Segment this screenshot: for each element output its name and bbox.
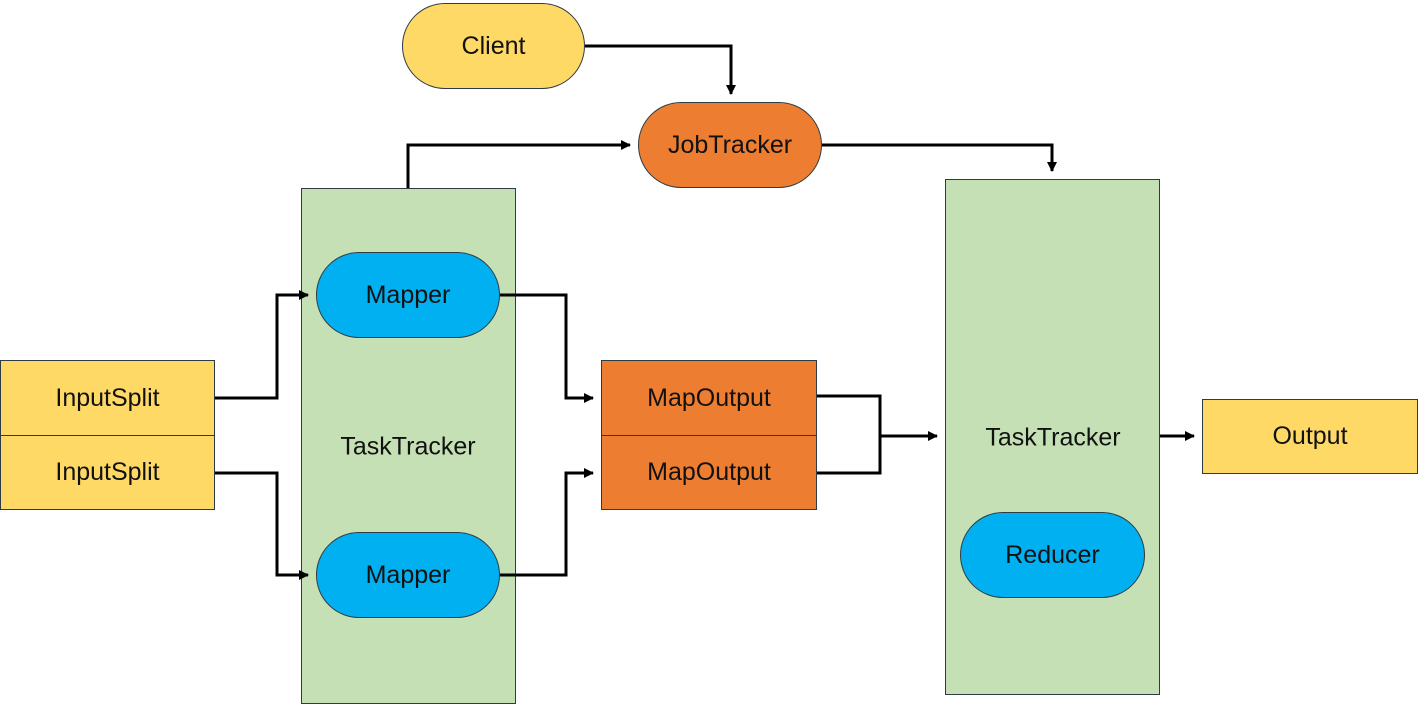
mapper-bottom-node: Mapper [316, 532, 500, 618]
tasktracker-right-label: TaskTracker [985, 423, 1121, 452]
edge-inputsplit-top-mapper-top [215, 290, 309, 400]
edge-mapper-bottom-mapoutput-bottom [500, 468, 594, 577]
tasktracker-right-box [945, 179, 1160, 695]
mapper-top-node: Mapper [316, 252, 500, 338]
mapoutput-bottom-node: MapOutput [601, 435, 817, 510]
edge-tasktracker-left-jobtracker [406, 140, 631, 188]
inputsplit-top-node: InputSplit [0, 360, 215, 436]
jobtracker-node: JobTracker [638, 102, 822, 188]
edge-jobtracker-tasktracker-right [822, 143, 1057, 172]
reducer-node: Reducer [960, 512, 1145, 598]
tasktracker-left-label: TaskTracker [340, 432, 476, 461]
edge-inputsplit-bottom-mapper-bottom [215, 471, 309, 580]
edge-mapper-top-mapoutput-top [500, 293, 594, 403]
edge-client-jobtracker [585, 44, 736, 95]
output-node: Output [1202, 399, 1418, 474]
edge-mapoutput-top-merge [817, 394, 882, 475]
inputsplit-bottom-node: InputSplit [0, 435, 215, 510]
mapoutput-top-node: MapOutput [601, 360, 817, 436]
client-node: Client [402, 3, 585, 89]
